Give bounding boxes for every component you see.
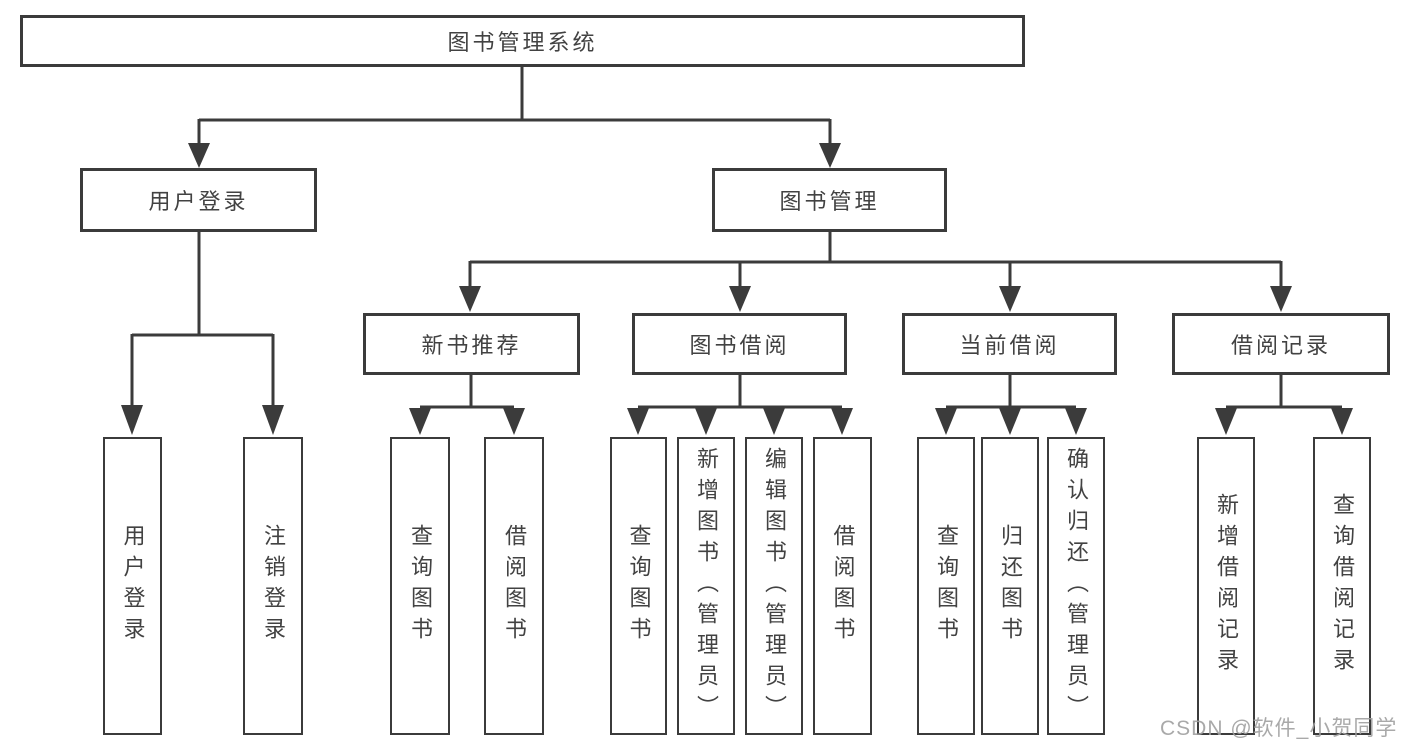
- leaf-recommend-borrow-books-label: 借阅图书: [502, 524, 527, 648]
- leaf-current-query-books: 查询图书: [917, 437, 975, 735]
- leaf-add-borrow-record-label: 新增借阅记录: [1214, 493, 1239, 679]
- user-login-node-label: 用户登录: [148, 189, 249, 214]
- leaf-query-borrow-record: 查询借阅记录: [1313, 437, 1371, 735]
- leaf-recommend-query-books-label: 查询图书: [408, 524, 433, 648]
- current-borrow-node: 当前借阅: [902, 313, 1117, 375]
- new-book-recommend-node: 新书推荐: [363, 313, 580, 375]
- leaf-add-books-admin-label: 新增图书（管理员）: [694, 446, 719, 726]
- login-split-connector: [121, 232, 284, 435]
- leaf-query-borrow-record-label: 查询借阅记录: [1330, 493, 1355, 679]
- leaf-confirm-return-admin-label: 确认归还（管理员）: [1064, 446, 1089, 726]
- leaf-borrow-query-books: 查询图书: [610, 437, 667, 735]
- leaf-user-login-label: 用户登录: [120, 524, 146, 648]
- leaf-borrow-books-label: 借阅图书: [830, 524, 856, 648]
- record-split-connector: [1215, 375, 1353, 435]
- user-login-node: 用户登录: [80, 168, 317, 232]
- leaf-current-query-books-label: 查询图书: [934, 524, 959, 648]
- root-split-connector: [188, 67, 841, 168]
- leaf-borrow-books: 借阅图书: [813, 437, 872, 735]
- leaf-recommend-borrow-books: 借阅图书: [484, 437, 544, 735]
- leaf-user-login: 用户登录: [103, 437, 162, 735]
- leaf-recommend-query-books: 查询图书: [390, 437, 450, 735]
- leaf-logout: 注销登录: [243, 437, 303, 735]
- leaf-confirm-return-admin: 确认归还（管理员）: [1047, 437, 1105, 735]
- leaf-add-borrow-record: 新增借阅记录: [1197, 437, 1255, 735]
- leaf-add-books-admin: 新增图书（管理员）: [677, 437, 735, 735]
- mgmt-split-connector: [459, 232, 1292, 312]
- leaf-edit-books-admin-label: 编辑图书（管理员）: [762, 446, 787, 726]
- borrow-split-connector: [627, 375, 853, 435]
- csdn-watermark: CSDN @软件_小贺同学: [1160, 717, 1398, 740]
- root-node-label: 图书管理系统: [447, 30, 598, 55]
- current-borrow-label: 当前借阅: [959, 333, 1060, 358]
- current-split-connector: [935, 375, 1087, 435]
- book-borrow-node: 图书借阅: [632, 313, 847, 375]
- recommend-split-connector: [409, 375, 525, 435]
- leaf-borrow-query-books-label: 查询图书: [626, 524, 652, 648]
- borrow-record-node: 借阅记录: [1172, 313, 1390, 375]
- leaf-edit-books-admin: 编辑图书（管理员）: [745, 437, 803, 735]
- book-mgmt-node: 图书管理: [712, 168, 947, 232]
- borrow-record-label: 借阅记录: [1230, 333, 1331, 358]
- leaf-logout-label: 注销登录: [261, 524, 286, 648]
- book-mgmt-node-label: 图书管理: [779, 189, 880, 214]
- root-node: 图书管理系统: [20, 15, 1025, 67]
- leaf-return-books: 归还图书: [981, 437, 1039, 735]
- book-borrow-label: 图书借阅: [689, 333, 790, 358]
- leaf-return-books-label: 归还图书: [998, 524, 1023, 648]
- new-book-recommend-label: 新书推荐: [421, 333, 522, 358]
